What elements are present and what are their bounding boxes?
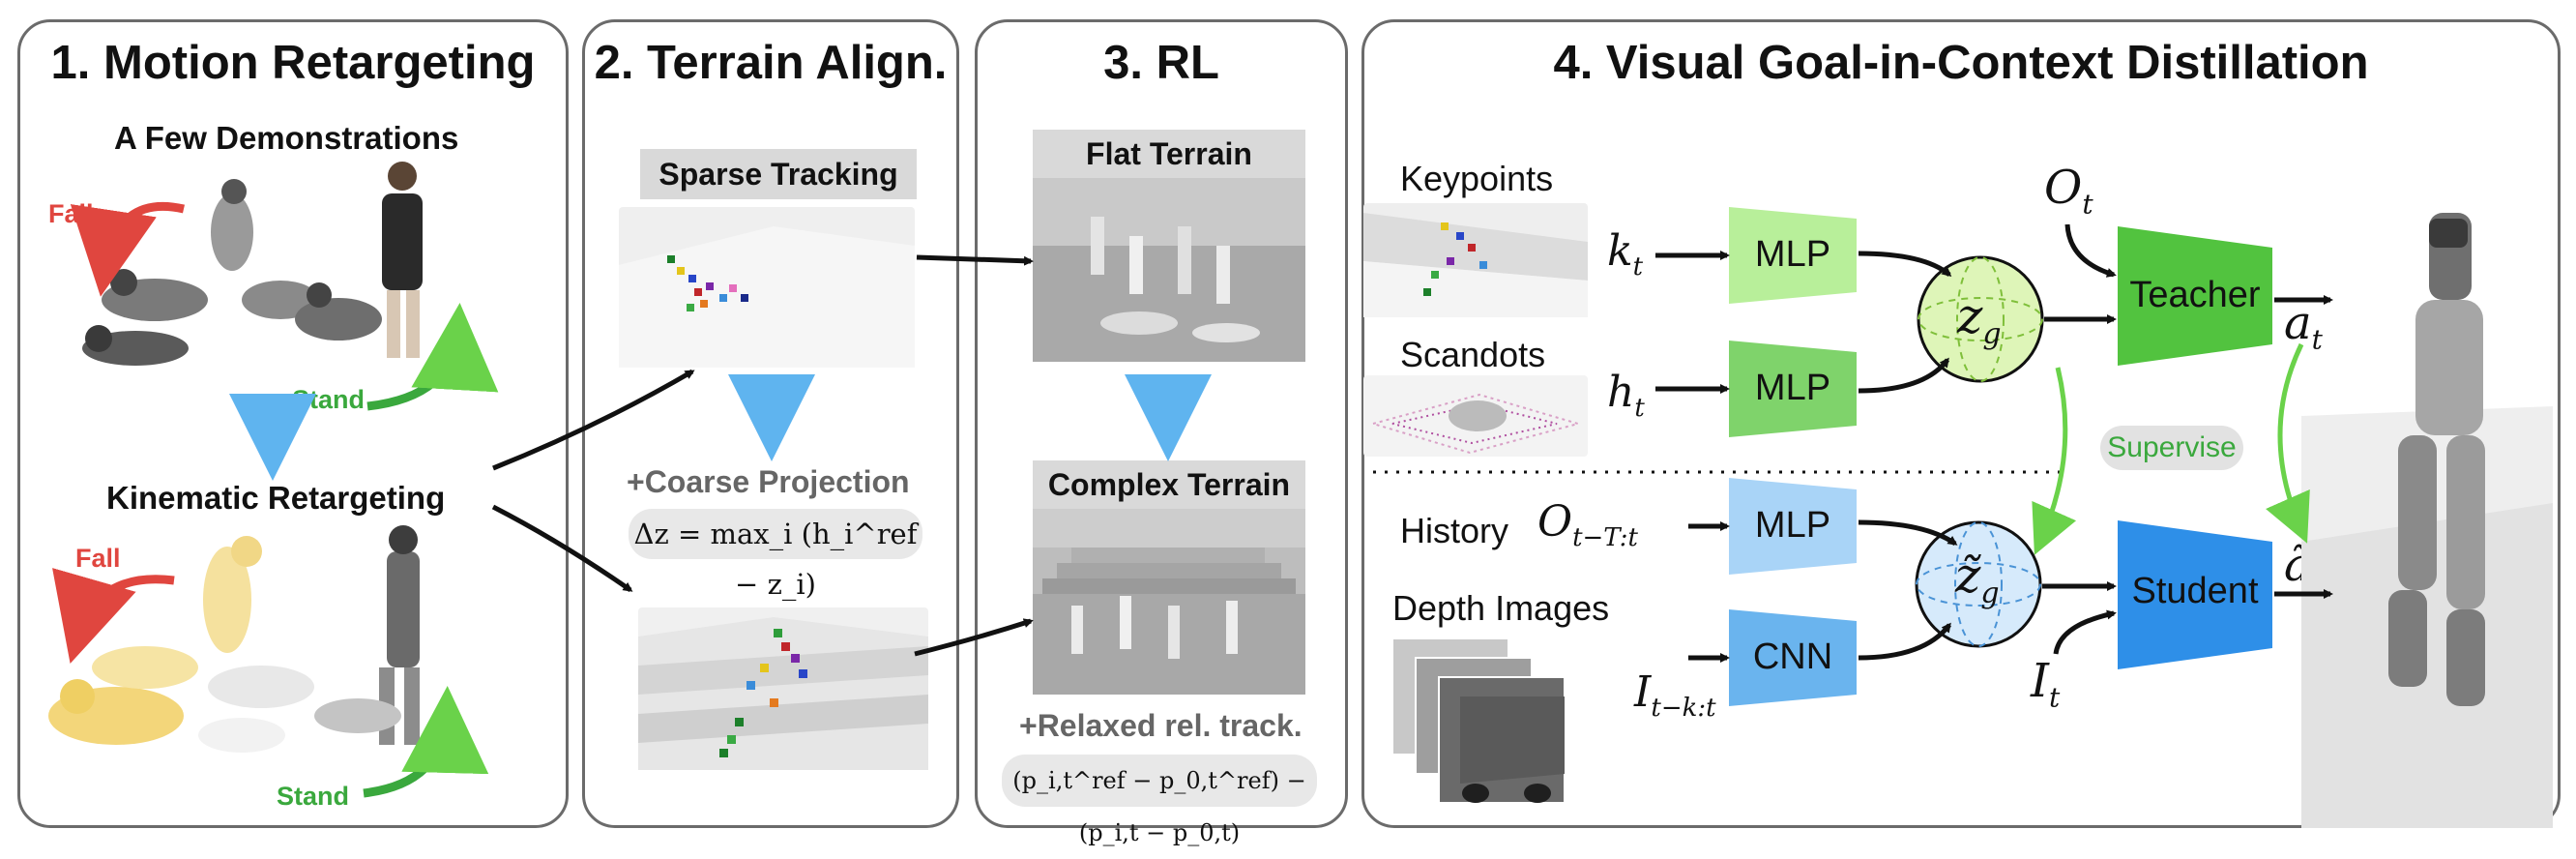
robot-illustration bbox=[2301, 213, 2553, 828]
arrow-mlp1-zg bbox=[1858, 251, 1952, 277]
student-block bbox=[2118, 520, 2272, 669]
teacher-label: Teacher bbox=[2129, 275, 2261, 315]
arrow-stand-top bbox=[366, 303, 499, 411]
oh-sub: t−T:t bbox=[1572, 522, 1638, 552]
cnn-label: CNN bbox=[1752, 637, 1833, 677]
arrow-zg-zgt-distill bbox=[2032, 367, 2077, 555]
kt-sub: t bbox=[1632, 252, 1644, 281]
arrow-cnn-zgt bbox=[1858, 622, 1951, 661]
zg-sub: g bbox=[1982, 317, 2002, 351]
relaxed-formula-text: (p_i,t^ref − p_0,t^ref) − (p_i,t − p_0,t… bbox=[1012, 767, 1306, 846]
it-sub: t bbox=[2048, 681, 2061, 714]
zg-sym: z bbox=[1957, 288, 1983, 344]
arrow-mlp3-zgt bbox=[1858, 519, 1958, 547]
cnn-block bbox=[1729, 609, 1857, 706]
coarse-projection-formula: Δz = max_i (h_i^ref − z_i) bbox=[629, 509, 922, 601]
aligned-keypoints-plot bbox=[638, 617, 928, 770]
arrow-mlp2-zg bbox=[1858, 357, 1949, 394]
complex-terrain-tag: Complex Terrain bbox=[1033, 460, 1305, 509]
ht-sub: t bbox=[1634, 393, 1645, 423]
coarse-formula-text: Δz = max_i (h_i^ref − z_i) bbox=[633, 518, 918, 601]
at-symbol: at bbox=[2284, 296, 2323, 356]
terrain-aligned-image bbox=[638, 607, 928, 770]
arrow-stand-bottom bbox=[363, 686, 489, 798]
keypoints-image bbox=[1363, 203, 1588, 317]
zgt-sym: z̃ bbox=[1955, 548, 1981, 604]
arrow-retarget-to-sparse bbox=[492, 369, 695, 471]
flat-terrain-tag: Flat Terrain bbox=[1033, 130, 1305, 178]
scandots-image bbox=[1363, 375, 1588, 457]
zg-label: zg bbox=[1957, 288, 2002, 351]
sparse-tracking-image bbox=[619, 207, 915, 368]
retargeted-illustration bbox=[48, 525, 420, 753]
supervise-pill bbox=[2100, 426, 2243, 470]
panel4-title: 4. Visual Goal-in-Context Distillation bbox=[1553, 37, 2369, 89]
mlp2-label: MLP bbox=[1754, 368, 1831, 408]
mlp3-label: MLP bbox=[1754, 505, 1831, 546]
it-symbol: It bbox=[2031, 654, 2060, 714]
oh-sym: O bbox=[1537, 497, 1573, 547]
arrow-sparse-to-flat bbox=[916, 254, 1034, 266]
arrow-retarget-to-aligned bbox=[491, 504, 633, 593]
kt-sym: k bbox=[1607, 226, 1633, 276]
flat-terrain-image bbox=[1033, 178, 1305, 362]
teacher-block bbox=[2118, 226, 2272, 366]
retargeted-figures bbox=[39, 522, 483, 813]
arrow-fall-bottom bbox=[52, 568, 175, 664]
ht-symbol: ht bbox=[1607, 368, 1645, 423]
keypoints-label: Keypoints bbox=[1400, 159, 1554, 198]
panel1-title: 1. Motion Retargeting bbox=[50, 37, 536, 89]
ot-sym: O bbox=[2044, 161, 2083, 215]
depth-images-label: Depth Images bbox=[1392, 588, 1610, 628]
supervise-label: Supervise bbox=[2107, 431, 2237, 463]
student-label: Student bbox=[2131, 571, 2259, 611]
depth-images-illustration bbox=[1391, 637, 1566, 804]
kinematic-label: Kinematic Retargeting bbox=[106, 480, 446, 516]
history-label: History bbox=[1400, 511, 1509, 550]
arrow-aligned-to-complex bbox=[914, 618, 1034, 657]
panel3-title: 3. RL bbox=[1103, 37, 1219, 89]
complex-terrain-robots bbox=[1033, 509, 1305, 695]
ot-sub: t bbox=[2082, 188, 2093, 221]
ih-sub: t−k:t bbox=[1651, 693, 1716, 723]
ih-sym: I bbox=[1634, 667, 1652, 717]
sparse-keypoints-plot bbox=[619, 226, 915, 368]
keypoints-plot bbox=[1363, 213, 1588, 317]
relaxed-tracking-formula: (p_i,t^ref − p_0,t^ref) − (p_i,t − p_0,t… bbox=[1002, 755, 1317, 846]
at-sym: a bbox=[2284, 296, 2312, 350]
ot-symbol: Ot bbox=[2044, 161, 2093, 221]
arrow-supervise bbox=[2266, 342, 2310, 544]
stand-label-bottom: Stand bbox=[277, 782, 350, 811]
arrow-it-student bbox=[2053, 609, 2117, 655]
flat-terrain-robots bbox=[1033, 178, 1305, 362]
panel2-title: 2. Terrain Align. bbox=[594, 37, 948, 89]
scandots-plot bbox=[1369, 393, 1582, 455]
complex-terrain-image bbox=[1033, 509, 1305, 695]
o-history-symbol: Ot−T:t bbox=[1537, 497, 1638, 552]
mlp1-label: MLP bbox=[1754, 234, 1831, 275]
demos-label: A Few Demonstrations bbox=[114, 120, 459, 156]
mlp2-block bbox=[1729, 341, 1857, 437]
it-sym: I bbox=[2031, 654, 2049, 708]
i-history-symbol: It−k:t bbox=[1634, 667, 1716, 723]
arrow-fall-top bbox=[70, 201, 186, 297]
sparse-tracking-tag: Sparse Tracking bbox=[640, 149, 917, 199]
mlp3-block bbox=[1729, 478, 1857, 575]
fall-label-bottom: Fall bbox=[75, 544, 121, 573]
relaxed-tracking-label: +Relaxed rel. track. bbox=[1019, 708, 1303, 743]
zgt-label: z̃g bbox=[1955, 548, 2000, 610]
ht-sym: h bbox=[1607, 368, 1635, 417]
at-sub: t bbox=[2311, 323, 2323, 356]
zgt-sub: g bbox=[1980, 577, 2000, 610]
depth-images-stack bbox=[1391, 637, 1586, 804]
scandots-label: Scandots bbox=[1400, 335, 1546, 374]
kt-symbol: kt bbox=[1607, 226, 1643, 281]
arrow-ot-teacher bbox=[2064, 223, 2117, 278]
mlp1-block bbox=[1729, 207, 1857, 304]
coarse-projection-label: +Coarse Projection bbox=[627, 464, 910, 499]
